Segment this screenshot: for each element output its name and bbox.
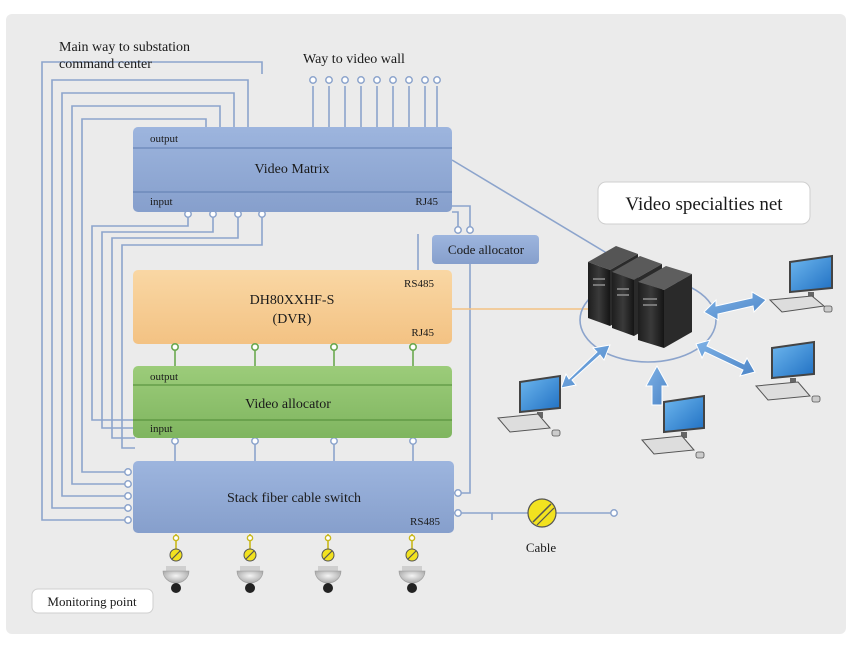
double-arrow-icon bbox=[703, 291, 767, 321]
camera-icon bbox=[398, 534, 426, 593]
main-way-label-line1: Main way to substation bbox=[59, 40, 190, 55]
computer-icon bbox=[768, 254, 833, 313]
net-label: Video specialties net bbox=[625, 194, 783, 215]
left-routing-lines bbox=[41, 61, 613, 521]
dvr-title-line2: (DVR) bbox=[273, 312, 312, 327]
matrix-input-label: input bbox=[150, 196, 173, 208]
monitoring-label: Monitoring point bbox=[47, 594, 137, 609]
allocator-input-label: input bbox=[150, 423, 173, 435]
camera-group bbox=[162, 534, 426, 593]
switch-rs485-label: RS485 bbox=[410, 516, 440, 528]
dvr-rj45-label: RJ45 bbox=[411, 327, 434, 339]
camera-icon bbox=[236, 534, 264, 593]
cable-label: Cable bbox=[526, 540, 557, 555]
video-allocator: output Video allocator input bbox=[133, 366, 452, 438]
camera-icon bbox=[314, 534, 342, 593]
computer-icon bbox=[754, 340, 821, 403]
net-label-box: Video specialties net bbox=[597, 181, 811, 225]
up-arrow-icon bbox=[645, 364, 669, 406]
dvr-box: DH80XXHF-S (DVR) RS485 RJ45 bbox=[133, 270, 452, 344]
fiber-switch: Stack fiber cable switch RS485 bbox=[133, 461, 454, 533]
code-allocator-label: Code allocator bbox=[448, 242, 525, 257]
camera-icon bbox=[162, 534, 190, 593]
dvr-rs485-label: RS485 bbox=[404, 278, 434, 290]
server-rack-icon bbox=[588, 246, 692, 348]
computer-icon bbox=[496, 374, 561, 437]
matrix-title: Video Matrix bbox=[255, 162, 330, 177]
monitoring-label-box: Monitoring point bbox=[31, 588, 154, 614]
allocator-switch-links bbox=[174, 444, 414, 461]
double-arrow-icon bbox=[695, 339, 756, 377]
switch-title: Stack fiber cable switch bbox=[227, 491, 361, 506]
way-to-wall-label: Way to video wall bbox=[303, 52, 405, 67]
matrix-port-label: RJ45 bbox=[415, 196, 438, 208]
dvr-title-line1: DH80XXHF-S bbox=[250, 293, 335, 308]
code-allocator: Code allocator bbox=[432, 235, 539, 264]
computer-icon bbox=[640, 394, 705, 459]
cable-icon bbox=[527, 498, 557, 528]
dvr-allocator-links bbox=[171, 342, 417, 366]
network-arrows bbox=[560, 291, 767, 406]
main-way-label-line2: command center bbox=[59, 57, 152, 72]
allocator-output-label: output bbox=[150, 371, 178, 383]
video-matrix: output Video Matrix input RJ45 bbox=[133, 127, 452, 212]
allocator-title: Video allocator bbox=[245, 397, 331, 412]
matrix-output-label: output bbox=[150, 133, 178, 145]
